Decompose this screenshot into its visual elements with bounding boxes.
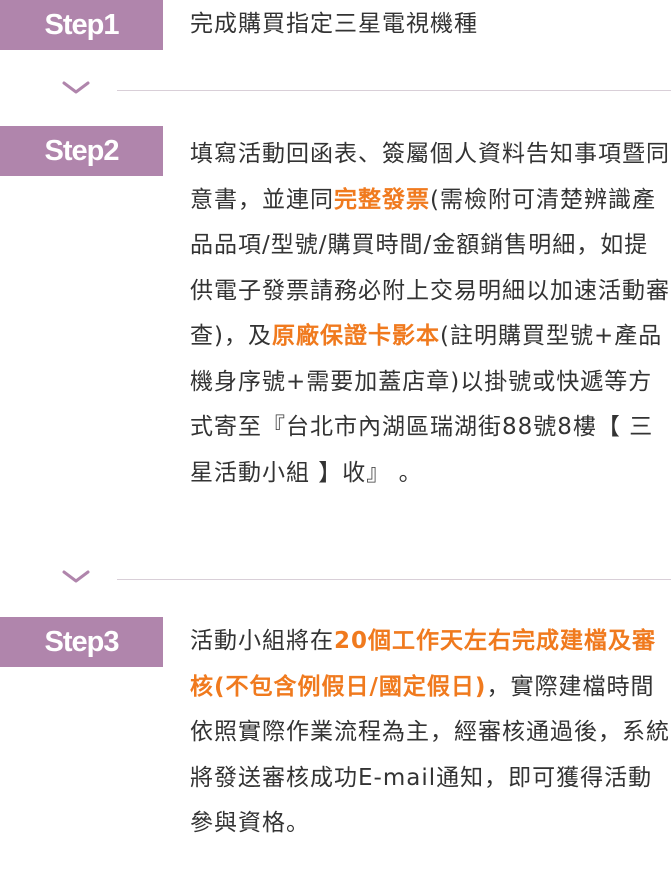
step-1-badge: Step1 bbox=[0, 0, 163, 50]
step-1-text: 完成購買指定三星電視機種 bbox=[190, 2, 670, 48]
chevron-down-icon bbox=[62, 570, 90, 583]
step-3-text-segment: 活動小組將在 bbox=[190, 628, 334, 654]
step-separator-1 bbox=[0, 78, 671, 102]
chevron-down-icon bbox=[62, 81, 90, 94]
step-2-highlight-warranty: 原廠保證卡影本 bbox=[271, 323, 440, 349]
step-3-text-segment: ，實際建檔時間依照實際作業流程為主，經審核通過後，系統將發送審核成功E-mail… bbox=[190, 673, 670, 837]
step-2-badge: Step2 bbox=[0, 126, 163, 176]
divider-line bbox=[117, 90, 671, 91]
step-separator-2 bbox=[0, 567, 671, 591]
step-2-text-segment: (註明購買型號+產品機身序號+需要加蓋店章)以掛號或快遞等方式寄至『台北市內湖區… bbox=[190, 323, 663, 486]
step-2-highlight-invoice: 完整發票 bbox=[334, 186, 430, 213]
step-2-text: 填寫活動回函表、簽屬個人資料告知事項暨同意書，並連同完整發票(需檢附可清楚辨識產… bbox=[190, 132, 670, 496]
step-2-text-segment: (需檢附可清楚辨識產品品項/型號/購買時間/金額銷售明細，如提供電子發票請務必附… bbox=[190, 186, 670, 350]
step-3-text: 活動小組將在20個工作天左右完成建檔及審核(不包含例假日/國定假日)，實際建檔時… bbox=[190, 619, 670, 847]
step-3-badge: Step3 bbox=[0, 617, 163, 667]
step-2-text-segment: 填寫活動回函表、簽屬個人資料告知事項暨同意書，並連同 bbox=[190, 141, 670, 213]
step-3-highlight-timeline: 20個工作天左右完成建檔及審核(不包含例假日/國定假日) bbox=[190, 628, 657, 700]
step-1-text-segment: 完成購買指定三星電視機種 bbox=[190, 11, 478, 37]
divider-line bbox=[117, 579, 671, 580]
